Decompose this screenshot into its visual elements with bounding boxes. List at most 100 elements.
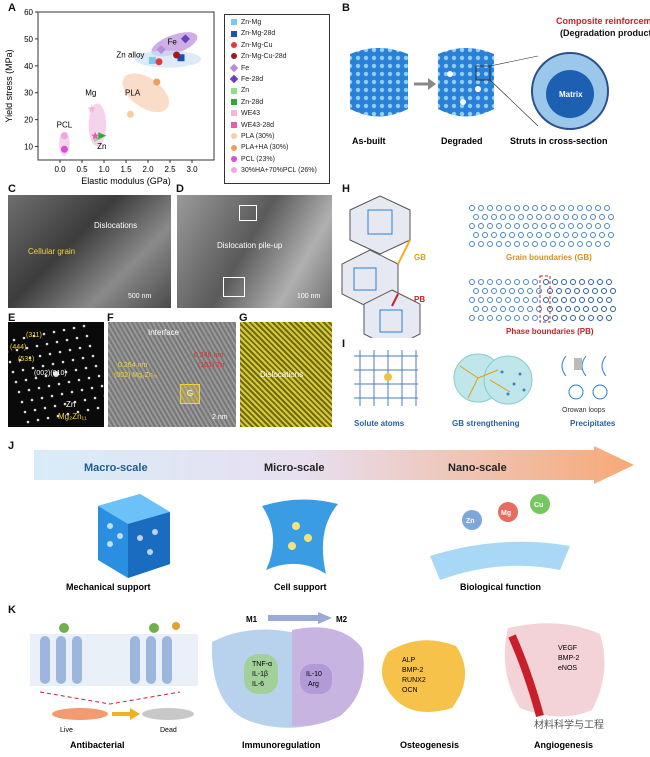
diffraction-spot [56,414,60,418]
lattice-node [487,223,493,229]
lattice-node [500,214,506,220]
cytokine-arg-label: Arg [308,681,319,688]
marker-bmp2-label: BMP-2 [402,667,424,674]
lattice-node [579,297,585,303]
legend-item: WE43 [231,110,260,117]
lattice-node [568,205,574,211]
lattice-node [586,223,592,229]
legend-marker [231,41,237,48]
lattice-node [478,315,484,321]
lattice-node [561,279,567,285]
lattice-node [550,223,556,229]
data-point [156,45,166,55]
diffraction-spot [91,354,95,358]
mg-ion-label: Mg [501,510,511,517]
strut-cross-section-icon [531,52,609,130]
lattice-node [491,214,497,220]
lattice-node [509,288,515,294]
legend-label: 30%HA+70%PCL (26%) [241,167,317,175]
y-tick-label: 40 [24,62,33,71]
lattice-node [581,214,587,220]
lattice-node [478,279,484,285]
lattice-node [500,232,506,238]
legend-marker [231,30,237,37]
lattice-node [543,279,549,285]
legend-label: Zn-Mg-Cu-28d [241,53,287,61]
lattice-node [469,205,475,211]
diffraction-spot [43,406,47,410]
osteogenesis-caption: Osteogenesis [400,740,459,750]
panel-label-e: E [8,312,16,324]
plane-444-label: (444) [10,344,27,351]
lattice-node [543,297,549,303]
lattice-node [572,232,578,238]
lattice-node [514,315,520,321]
diffraction-spot [30,398,34,402]
group-label: Zn alloy [116,51,144,60]
lattice-node [586,205,592,211]
precipitates-caption: Precipitates [570,419,616,428]
struts-cross-section-label: Struts in cross-section [510,136,608,146]
panel-label-h: H [342,183,350,195]
cell-support-caption: Cell support [274,582,327,592]
lattice-node [487,297,493,303]
biological-effects-illustration: Live Dead M1 M2 TNF-α IL-1β IL-6 IL-10 A… [30,612,605,750]
lattice-node [496,205,502,211]
diffraction-spot [61,360,65,364]
diffraction-spot [75,336,79,340]
legend-item: Zn-Mg [231,19,261,26]
diffraction-spot [22,336,26,340]
degradation-products-subtitle: (Degradation products) [560,28,650,38]
lattice-node [570,315,576,321]
lattice-node [527,288,533,294]
data-point [177,54,185,62]
data-point [173,51,181,59]
lattice-node [572,214,578,220]
lattice-node [554,232,560,238]
data-point [91,131,100,140]
lattice-node [590,214,596,220]
lattice-node [595,223,601,229]
legend-item: WE43-28d [231,122,274,129]
diffraction-spot [32,334,36,338]
interface-label: Interface [148,328,180,337]
diffraction-spot [71,358,75,362]
degraded-label: Degraded [441,136,483,146]
macro-scale-label: Macro-scale [84,462,148,474]
lattice-node [469,223,475,229]
diffraction-spot [24,378,28,382]
diffraction-spot [62,328,66,332]
diffraction-spot [73,400,77,404]
data-point [180,34,190,44]
diffraction-spot [68,348,72,352]
panel-label-f: F [107,312,114,324]
y-tick-label: 50 [24,35,33,44]
lattice-node [532,241,538,247]
tem-image-d: Dislocation pile-up 100 nm [177,195,332,308]
legend-marker [231,144,237,151]
group-label: Mg [85,88,96,97]
diffraction-spot [46,416,50,420]
lattice-node [604,205,610,211]
lattice-node [505,315,511,321]
legend-label: WE43 [241,110,261,118]
diffraction-spot [87,376,91,380]
lattice-node [527,306,533,312]
scale-bar-f: 2 nm [212,414,228,421]
lattice-node [527,214,533,220]
lattice-node [469,297,475,303]
macrophage-icon [211,612,364,728]
diffraction-spot [11,370,15,374]
lattice-node [579,279,585,285]
marker-alp-label: ALP [402,657,416,664]
diffraction-spot [64,370,68,374]
lattice-node [597,315,603,321]
diffraction-spot [31,366,35,370]
as-built-scaffold-icon [350,48,408,117]
legend-marker [231,121,237,128]
diffraction-spot [50,394,54,398]
lattice-node [606,315,612,321]
diffraction-spot [28,356,32,360]
lattice-node [541,223,547,229]
legend-item: Zn-28d [231,99,263,106]
